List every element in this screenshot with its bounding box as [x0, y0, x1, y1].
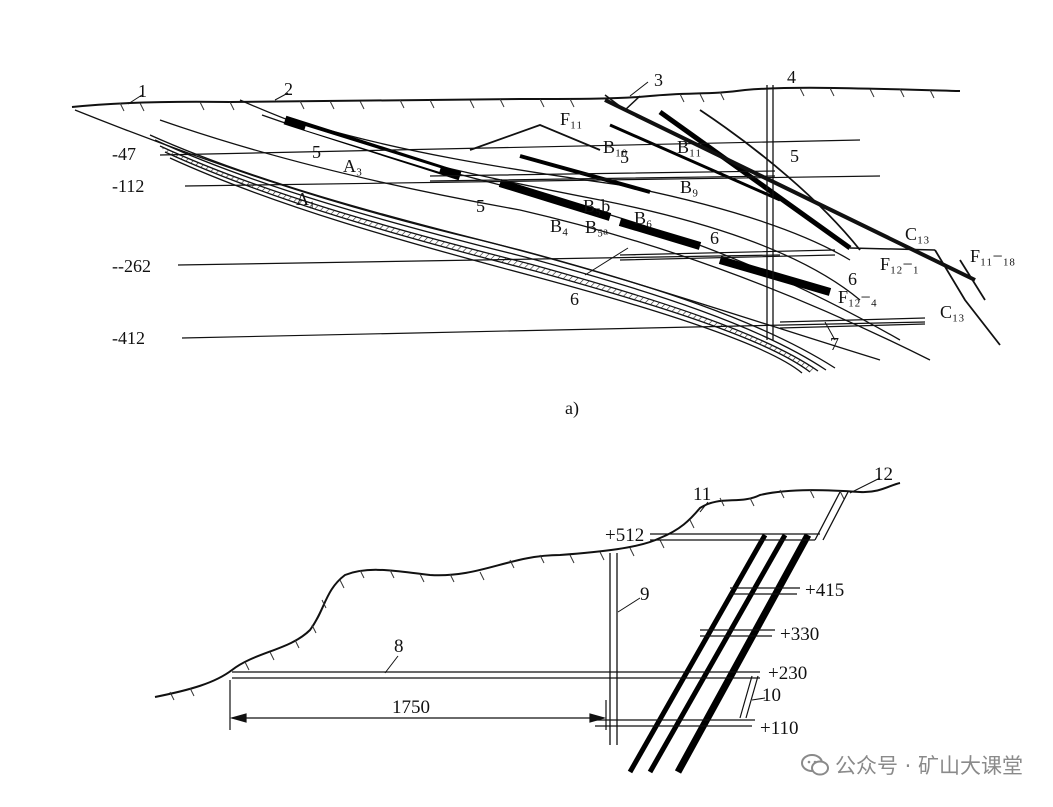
- fault-connector: [849, 247, 936, 251]
- fault-f12-1: [699, 109, 861, 251]
- dimension-label: 1750: [392, 697, 430, 718]
- dimension-line: [229, 680, 607, 730]
- adit-label: 6: [710, 228, 719, 248]
- leader-lines: [127, 81, 836, 341]
- ground-surface-a: [71, 86, 961, 108]
- seam-b6: [618, 218, 702, 250]
- adit-label: 5: [790, 146, 799, 166]
- seam-label: C₁₃: [940, 302, 965, 322]
- adit-label: 7: [830, 334, 839, 354]
- level-label: +230: [768, 663, 807, 684]
- shaft-9: [609, 553, 618, 745]
- seam-label: B₆: [634, 208, 652, 228]
- point-label: 9: [640, 584, 650, 605]
- steep-seam-1: [627, 533, 768, 774]
- fault-label: F₁₁: [560, 109, 583, 129]
- leader-lines-b: [384, 477, 881, 701]
- point-label: 2: [284, 79, 293, 99]
- watermark: 公众号 · 矿山大课堂: [800, 750, 1023, 780]
- wechat-icon: [800, 754, 829, 776]
- level-label: +415: [805, 580, 844, 601]
- level-label: -47: [112, 144, 136, 164]
- diagram-a: 1 2 3 4 -47 -112 --262 -412 A₁ A₃ B₄ B₅ₐ…: [71, 67, 1015, 419]
- level-label: -112: [112, 176, 144, 196]
- seam-label: B₁₀: [603, 137, 628, 157]
- adit-label: 5: [476, 196, 485, 216]
- adit-label: 5: [620, 147, 629, 167]
- level-lines: [159, 139, 926, 339]
- watermark-text: 公众号 · 矿山大课堂: [834, 754, 1023, 778]
- level-label: +330: [780, 624, 819, 645]
- diagram-caption: a): [565, 398, 579, 419]
- point-label: 12: [874, 464, 893, 485]
- adit-label: 6: [848, 269, 857, 289]
- level-crosscuts: [595, 533, 820, 727]
- point-label: 11: [693, 484, 711, 505]
- adit-label: 5: [312, 142, 321, 162]
- point-label: 4: [787, 67, 796, 87]
- main-adit-8: [232, 671, 760, 679]
- ground-hatch-a: [119, 87, 935, 112]
- fault-label: F₁₁−₁₈: [970, 246, 1015, 266]
- seam-a3-inner: [304, 126, 441, 172]
- winze-10: [739, 675, 759, 719]
- seam-label: B₉: [680, 177, 698, 197]
- steep-coal-seams: [627, 533, 812, 774]
- seam-label: B₅ₐ: [585, 217, 608, 237]
- ground-hatch-b: [169, 489, 845, 701]
- seam-label: A₃: [343, 156, 362, 176]
- ground-surface-b: [154, 482, 901, 698]
- diagram-b: 8 9 10 11 12 +512 +415 +330 +230 +110 17…: [154, 464, 901, 774]
- fault-label: F₁₂−₁: [880, 254, 919, 274]
- point-label: 8: [394, 636, 404, 657]
- seam-label: B₁₁: [677, 137, 702, 157]
- shaft-4: [766, 85, 774, 340]
- steep-seam-2: [647, 533, 788, 774]
- level-label: +512: [605, 525, 644, 546]
- seam-label: C₁₃: [905, 224, 930, 244]
- seam-label: A₁: [296, 189, 315, 209]
- coal-seams: [283, 109, 852, 296]
- incline-3: [604, 94, 641, 111]
- seam-c13: [658, 109, 852, 251]
- lower-strata-band: [74, 109, 881, 374]
- level-label: +110: [760, 718, 799, 739]
- thrust-line: [604, 98, 976, 282]
- point-label: 10: [762, 685, 781, 706]
- diagram-b-labels: 8 9 10 11 12 +512 +415 +330 +230 +110 17…: [392, 464, 893, 739]
- incline-12: [814, 491, 849, 541]
- level-label: -412: [112, 328, 145, 348]
- level-label: --262: [112, 256, 151, 276]
- seam-b4-lower: [718, 256, 832, 296]
- point-label: 3: [654, 70, 663, 90]
- seam-b11: [609, 123, 781, 202]
- diagram-a-labels: 1 2 3 4 -47 -112 --262 -412 A₁ A₃ B₄ B₅ₐ…: [112, 67, 1015, 419]
- seam-label: B₅b: [583, 196, 610, 216]
- adit-label: 6: [570, 289, 579, 309]
- fault-f11: [469, 124, 601, 151]
- a1-seam-hatched: [160, 146, 818, 372]
- fault-label: F₁₂−₄: [838, 287, 877, 307]
- adits: [429, 170, 926, 329]
- seam-b5b: [498, 179, 612, 221]
- seam-label: B₄: [550, 216, 568, 236]
- steep-seam-3: [674, 533, 812, 774]
- point-label: 1: [138, 81, 147, 101]
